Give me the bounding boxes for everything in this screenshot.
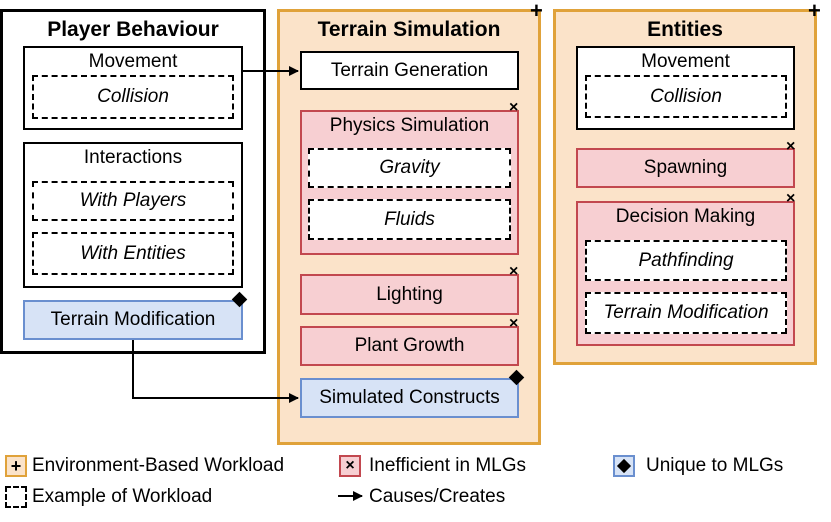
legend-x-glyph: ×: [345, 457, 355, 474]
legend-plus-icon: +: [5, 455, 27, 477]
plant-growth-x-icon: ×: [509, 315, 519, 332]
decision-making-label: Decision Making: [615, 206, 756, 227]
entities-terrain-modification-label: Terrain Modification: [603, 302, 769, 323]
plant-growth-box: Plant Growth: [300, 326, 519, 366]
physics-simulation-label: Physics Simulation: [329, 115, 490, 136]
simulated-constructs-box: Simulated Constructs: [300, 378, 519, 418]
pathfinding-box: Pathfinding: [585, 240, 787, 281]
fluids-box: Fluids: [308, 199, 511, 240]
legend-causes-text: Causes/Creates: [369, 486, 506, 507]
physics-x-icon: ×: [509, 99, 519, 116]
legend-unique-text: Unique to MLGs: [646, 455, 784, 476]
lighting-x-icon: ×: [509, 263, 519, 280]
player-movement-label: Movement: [88, 51, 178, 72]
fluids-label: Fluids: [384, 208, 435, 230]
player-collision-box: Collision: [32, 75, 234, 119]
legend-diamond-icon: [613, 455, 635, 477]
gravity-box: Gravity: [308, 148, 511, 188]
player-behaviour-title: Player Behaviour: [47, 18, 219, 41]
legend-env-text: Environment-Based Workload: [32, 455, 285, 476]
lighting-box: Lighting: [300, 274, 519, 315]
entities-movement-label: Movement: [641, 51, 730, 72]
terrain-simulation-title: Terrain Simulation: [317, 18, 501, 41]
entities-title: Entities: [647, 18, 723, 41]
with-entities-label: With Entities: [80, 242, 186, 264]
spawning-x-icon: ×: [786, 138, 796, 155]
entities-collision-label: Collision: [650, 85, 722, 107]
terrain-mod-to-constructs-arrow: [132, 340, 299, 403]
simulated-constructs-label: Simulated Constructs: [319, 387, 500, 408]
legend-example-text: Example of Workload: [32, 486, 213, 507]
with-entities-box: With Entities: [32, 232, 234, 275]
legend-inefficient-text: Inefficient in MLGs: [369, 455, 527, 476]
entities-plus-icon: +: [808, 0, 821, 23]
player-terrain-modification-box: Terrain Modification: [23, 300, 243, 340]
gravity-label: Gravity: [379, 157, 440, 178]
terrain-generation-box: Terrain Generation: [300, 51, 519, 90]
terrain-generation-label: Terrain Generation: [330, 59, 489, 81]
legend-diamond-glyph: [616, 458, 632, 474]
legend-plus-glyph: +: [10, 455, 22, 476]
entities-collision-box: Collision: [585, 75, 787, 118]
with-players-box: With Players: [32, 181, 234, 221]
lighting-label: Lighting: [376, 283, 443, 305]
terrain-plus-icon: +: [530, 0, 543, 23]
with-players-label: With Players: [79, 190, 187, 211]
player-collision-label: Collision: [97, 86, 169, 107]
pathfinding-label: Pathfinding: [638, 249, 734, 271]
spawning-label: Spawning: [643, 157, 728, 178]
decision-x-icon: ×: [786, 190, 796, 207]
plant-growth-label: Plant Growth: [354, 335, 465, 356]
legend-x-icon: ×: [339, 455, 361, 477]
entities-terrain-modification-box: Terrain Modification: [585, 292, 787, 334]
legend-dashed-icon: [5, 486, 27, 508]
spawning-box: Spawning: [576, 148, 795, 188]
player-terrain-modification-label: Terrain Modification: [50, 309, 216, 330]
player-interactions-label: Interactions: [83, 147, 183, 168]
